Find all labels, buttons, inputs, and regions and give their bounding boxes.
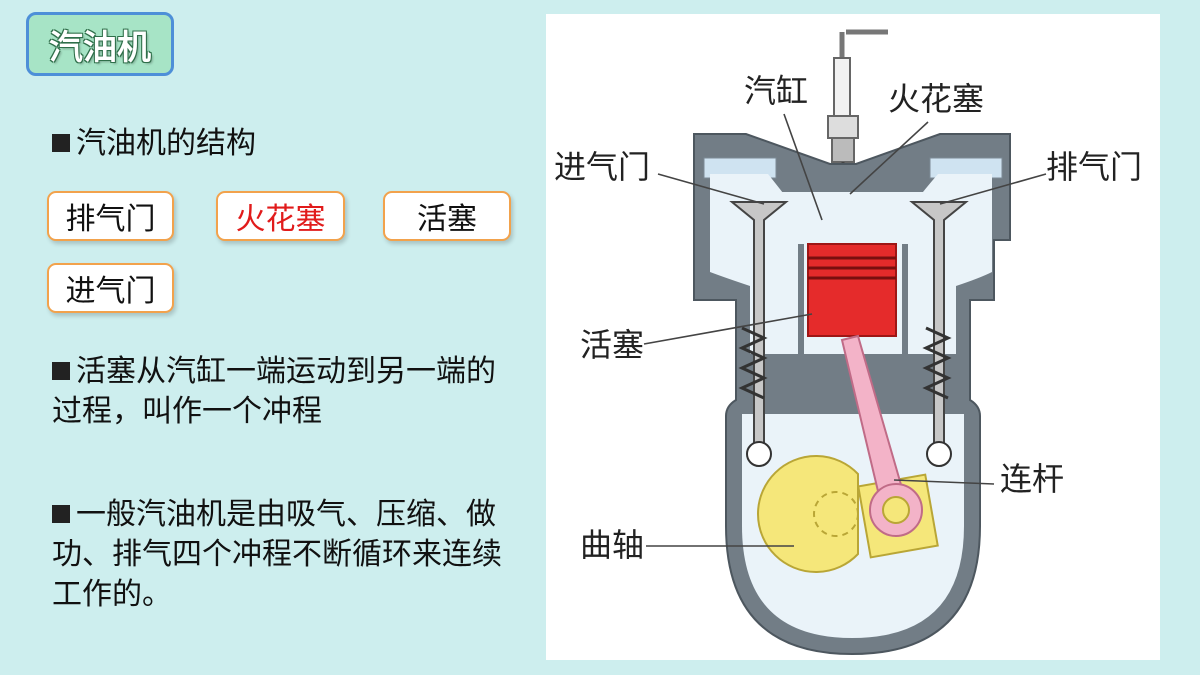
section-four-stroke: 一般汽油机是由吸气、压缩、做功、排气四个冲程不断循环来连续工作的。 bbox=[52, 495, 507, 615]
label-spark-plug: 火花塞 bbox=[888, 80, 984, 118]
chip-label: 进气门 bbox=[65, 274, 156, 309]
bullet-square-icon bbox=[52, 134, 70, 152]
exhaust-valve-graphic bbox=[909, 201, 969, 467]
slide-title: 汽油机 bbox=[49, 27, 151, 68]
section-stroke-text: 活塞从汽缸一端运动到另一端的过程，叫作一个冲程 bbox=[52, 354, 496, 429]
bullet-square-icon bbox=[52, 505, 70, 523]
chip-label: 火花塞 bbox=[235, 202, 326, 237]
section-structure: 汽油机的结构 bbox=[52, 124, 492, 164]
chip-label: 排气门 bbox=[65, 202, 156, 237]
connecting-rod-graphic bbox=[840, 334, 923, 537]
piston-graphic bbox=[807, 243, 897, 337]
bullet-square-icon bbox=[52, 362, 70, 380]
label-piston: 活塞 bbox=[580, 326, 644, 364]
label-intake-valve: 进气门 bbox=[554, 148, 650, 186]
slide-title-badge: 汽油机 bbox=[26, 12, 174, 76]
engine-diagram: 汽缸 火花塞 进气门 排气门 活塞 连杆 曲轴 bbox=[554, 29, 1142, 656]
chip-piston[interactable]: 活塞 bbox=[383, 191, 511, 241]
engine-figure-panel: 汽缸 火花塞 进气门 排气门 活塞 连杆 曲轴 bbox=[546, 14, 1160, 660]
chip-intake-valve[interactable]: 进气门 bbox=[47, 263, 174, 313]
chip-spark-plug[interactable]: 火花塞 bbox=[216, 191, 345, 241]
section-structure-text: 汽油机的结构 bbox=[76, 126, 256, 161]
label-crankshaft: 曲轴 bbox=[580, 526, 644, 564]
label-connecting-rod: 连杆 bbox=[1000, 460, 1064, 498]
label-cylinder: 汽缸 bbox=[744, 72, 808, 110]
engine-block bbox=[693, 133, 1011, 656]
section-four-stroke-text: 一般汽油机是由吸气、压缩、做功、排气四个冲程不断循环来连续工作的。 bbox=[52, 497, 502, 612]
intake-valve-graphic bbox=[729, 201, 789, 467]
leader-lines bbox=[643, 113, 1047, 547]
section-stroke-definition: 活塞从汽缸一端运动到另一端的过程，叫作一个冲程 bbox=[52, 352, 502, 432]
chip-label: 活塞 bbox=[417, 202, 477, 237]
chip-exhaust-valve[interactable]: 排气门 bbox=[47, 191, 174, 241]
label-exhaust-valve: 排气门 bbox=[1046, 148, 1142, 186]
